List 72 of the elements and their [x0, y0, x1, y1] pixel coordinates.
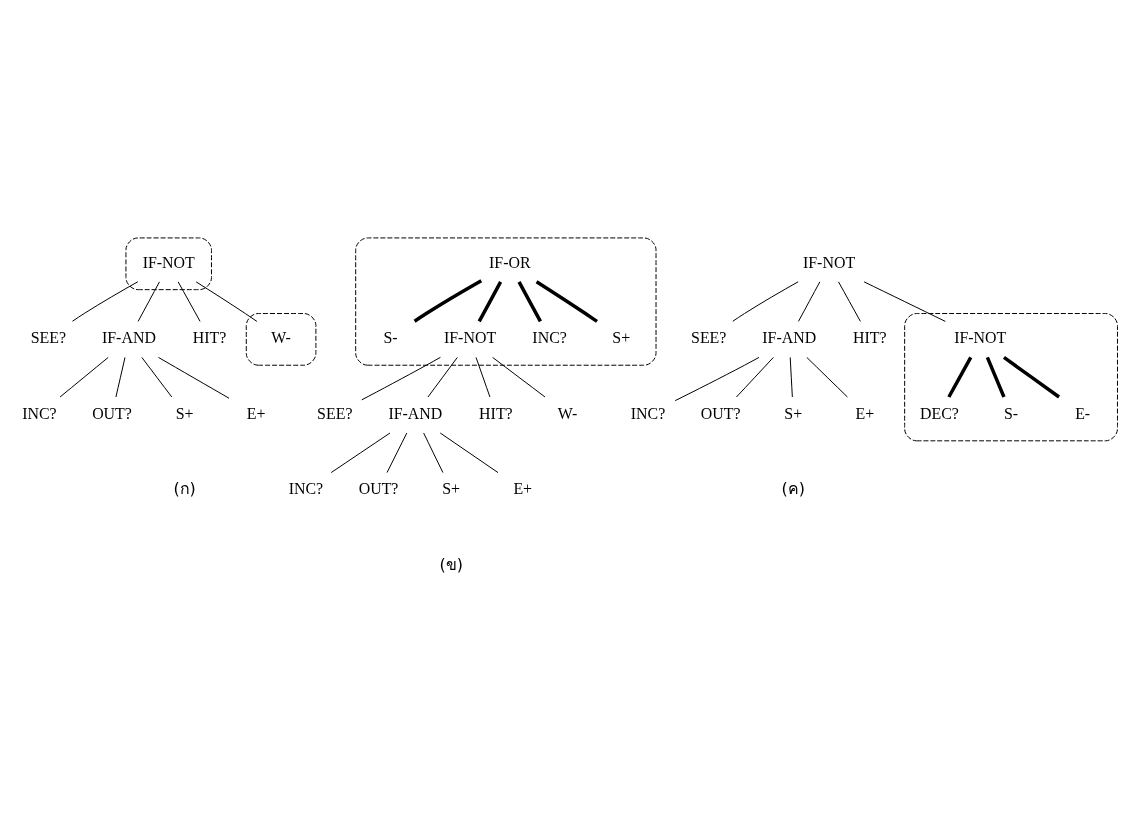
node-text: SEE? — [30, 329, 67, 347]
node-text: HIT? — [192, 329, 227, 347]
cluster — [245, 313, 317, 366]
node-text: W- — [271, 329, 291, 347]
node-text: IF-NOT — [802, 253, 856, 271]
node-text: W- — [557, 404, 578, 422]
connector — [177, 281, 201, 322]
connector — [736, 356, 774, 398]
node-text: INC? — [532, 329, 567, 347]
connector — [475, 356, 491, 398]
connector — [330, 432, 391, 474]
connector — [59, 356, 109, 398]
node-text: E+ — [246, 404, 266, 422]
label: (ก) — [173, 479, 196, 499]
cluster — [355, 237, 657, 366]
node-text: OUT? — [358, 480, 399, 498]
node-text: E+ — [513, 480, 533, 498]
connector — [535, 280, 598, 323]
connector — [361, 356, 441, 401]
node-text: S+ — [175, 404, 194, 422]
node-text: E+ — [855, 404, 875, 422]
connector — [386, 432, 408, 474]
node-text: IF-NOT — [142, 253, 195, 271]
connector — [863, 281, 946, 322]
node-text: E- — [1075, 404, 1091, 422]
label: (ข) — [439, 554, 463, 574]
node-text: OUT? — [700, 404, 741, 422]
connector — [477, 281, 503, 323]
node-text: IF-NOT — [954, 329, 1007, 347]
node-text: HIT? — [853, 329, 887, 347]
node-text: SEE? — [317, 404, 353, 422]
connector — [797, 281, 821, 322]
node-text: IF-OR — [489, 253, 531, 271]
label: (ค) — [781, 479, 805, 499]
connector — [674, 356, 760, 402]
connector — [806, 356, 848, 398]
connector — [195, 281, 258, 322]
node-text: S+ — [612, 329, 631, 347]
connector — [115, 356, 126, 398]
node-text: S+ — [784, 404, 803, 422]
node-text: INC? — [630, 404, 666, 422]
node-text: HIT? — [479, 404, 513, 422]
connector — [439, 432, 499, 474]
node-text: OUT? — [92, 404, 132, 422]
connector — [838, 281, 861, 322]
node-text: S- — [383, 329, 398, 347]
connector — [1002, 356, 1061, 399]
node-text: IF-NOT — [443, 329, 497, 347]
node-text: SEE? — [691, 329, 727, 347]
node-text: IF-AND — [101, 329, 156, 347]
connector — [137, 281, 160, 322]
connector — [427, 356, 458, 398]
connector — [732, 281, 799, 322]
node-text: INC? — [22, 404, 57, 422]
node-text: INC? — [288, 480, 324, 498]
connector — [71, 281, 139, 322]
node-text: S+ — [442, 480, 461, 498]
connector — [517, 281, 542, 323]
node-text: DEC? — [920, 404, 959, 422]
connector — [985, 356, 1006, 398]
cluster — [904, 313, 1118, 442]
node-text: IF-AND — [762, 329, 817, 347]
connector — [423, 432, 444, 474]
connector — [789, 356, 793, 398]
connector — [157, 356, 230, 399]
connector — [141, 356, 173, 398]
node-text: S- — [1003, 404, 1019, 422]
connector — [413, 279, 483, 323]
node-text: IF-AND — [388, 404, 443, 422]
cluster — [125, 237, 212, 291]
connector — [492, 356, 546, 398]
connector — [947, 356, 973, 398]
